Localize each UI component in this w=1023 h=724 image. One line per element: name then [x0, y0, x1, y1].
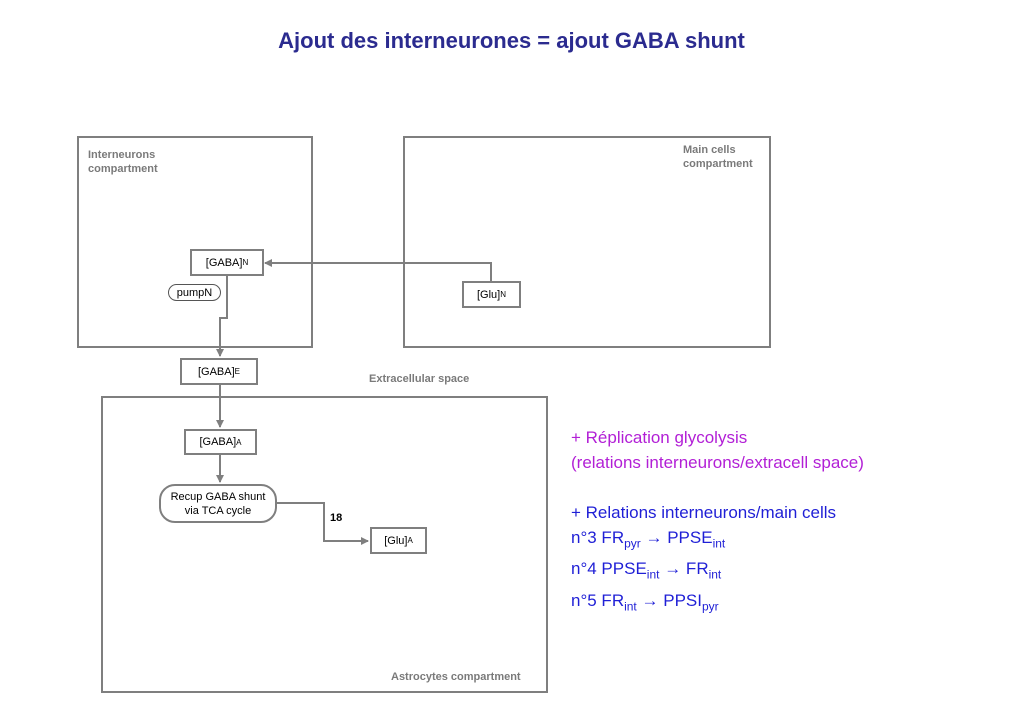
gaba-e-node: [GABA]E: [180, 358, 258, 385]
astrocytes-compartment: [101, 396, 548, 693]
r4-prefix: n°4 PPSE: [571, 559, 647, 579]
main-cells-compartment-label: Main cells compartment: [683, 143, 753, 171]
arrow-recup-to-glu-a: [276, 502, 369, 545]
gaba-n-subscript: N: [242, 258, 249, 267]
arrow-gaba-n-to-gaba-e: [216, 276, 228, 357]
note-replication: + Réplication glycolysis: [571, 428, 748, 447]
gaba-a-text: [GABA]: [199, 436, 237, 448]
interneurons-compartment: [77, 136, 313, 348]
pump-n-text: pumpN: [176, 286, 213, 299]
glu-n-text: [Glu]: [476, 288, 501, 301]
glu-a-text: [Glu]: [384, 534, 408, 547]
r4-arrow: → FR: [659, 559, 709, 579]
r5-prefix: n°5 FR: [571, 590, 625, 610]
r3-sub2: int: [712, 536, 726, 551]
recup-gaba-shunt-node: Recup GABA shunt via TCA cycle: [159, 484, 277, 523]
gaba-a-subscript: A: [236, 437, 242, 447]
main-cells-compartment: [403, 136, 771, 348]
note-relation-3: n°3 FRpyr → PPSEint: [571, 525, 864, 556]
edge-label-18: 18: [330, 512, 343, 524]
main-cells-label-line1: Main cells: [683, 144, 736, 156]
notes-block: + Réplication glycolysis (relations inte…: [571, 425, 864, 619]
gaba-e-subscript: E: [234, 367, 241, 376]
recup-line1: Recup GABA shunt: [170, 490, 266, 503]
glu-n-subscript: N: [500, 290, 506, 299]
extracellular-space-label: Extracellular space: [369, 373, 470, 385]
page-title: Ajout des interneurones = ajout GABA shu…: [278, 28, 745, 53]
r5-arrow: → PPSI: [636, 590, 702, 610]
note-spacer: [571, 475, 864, 500]
main-cells-label-line2: compartment: [683, 158, 753, 170]
note-relations-extracell: (relations interneurons/extracell space): [571, 453, 864, 472]
gaba-n-node: [GABA]N: [190, 249, 264, 276]
gaba-e-text: [GABA]: [197, 365, 235, 378]
glu-n-node: [Glu]N: [462, 281, 521, 308]
arrow-glu-n-to-gaba-n: [264, 259, 492, 281]
note-relation-5: n°5 FRint → PPSIpyr: [571, 588, 864, 619]
pump-n-label: pumpN: [168, 284, 221, 301]
interneurons-label-line2: compartment: [88, 163, 158, 175]
note-relations-main-cells: + Relations interneurons/main cells: [571, 503, 837, 522]
glu-a-node: [Glu]A: [370, 527, 427, 554]
r5-sub2: pyr: [701, 599, 719, 614]
r3-arrow: → PPSE: [640, 528, 713, 547]
r5-sub1: int: [624, 599, 637, 614]
recup-line2: via TCA cycle: [184, 504, 252, 517]
r4-sub2: int: [708, 567, 722, 582]
interneurons-compartment-label: Interneurons compartment: [88, 148, 158, 176]
r3-sub1: pyr: [624, 536, 641, 551]
gaba-a-node: [GABA]A: [184, 429, 257, 455]
note-relation-4: n°4 PPSEint → FRint: [571, 556, 864, 587]
glu-a-subscript: A: [407, 536, 413, 545]
gaba-n-text: [GABA]: [205, 256, 243, 269]
r3-prefix: n°3 FR: [571, 528, 625, 547]
astrocytes-compartment-label: Astrocytes compartment: [391, 671, 521, 683]
r4-sub1: int: [646, 567, 660, 582]
interneurons-label-line1: Interneurons: [88, 149, 156, 161]
